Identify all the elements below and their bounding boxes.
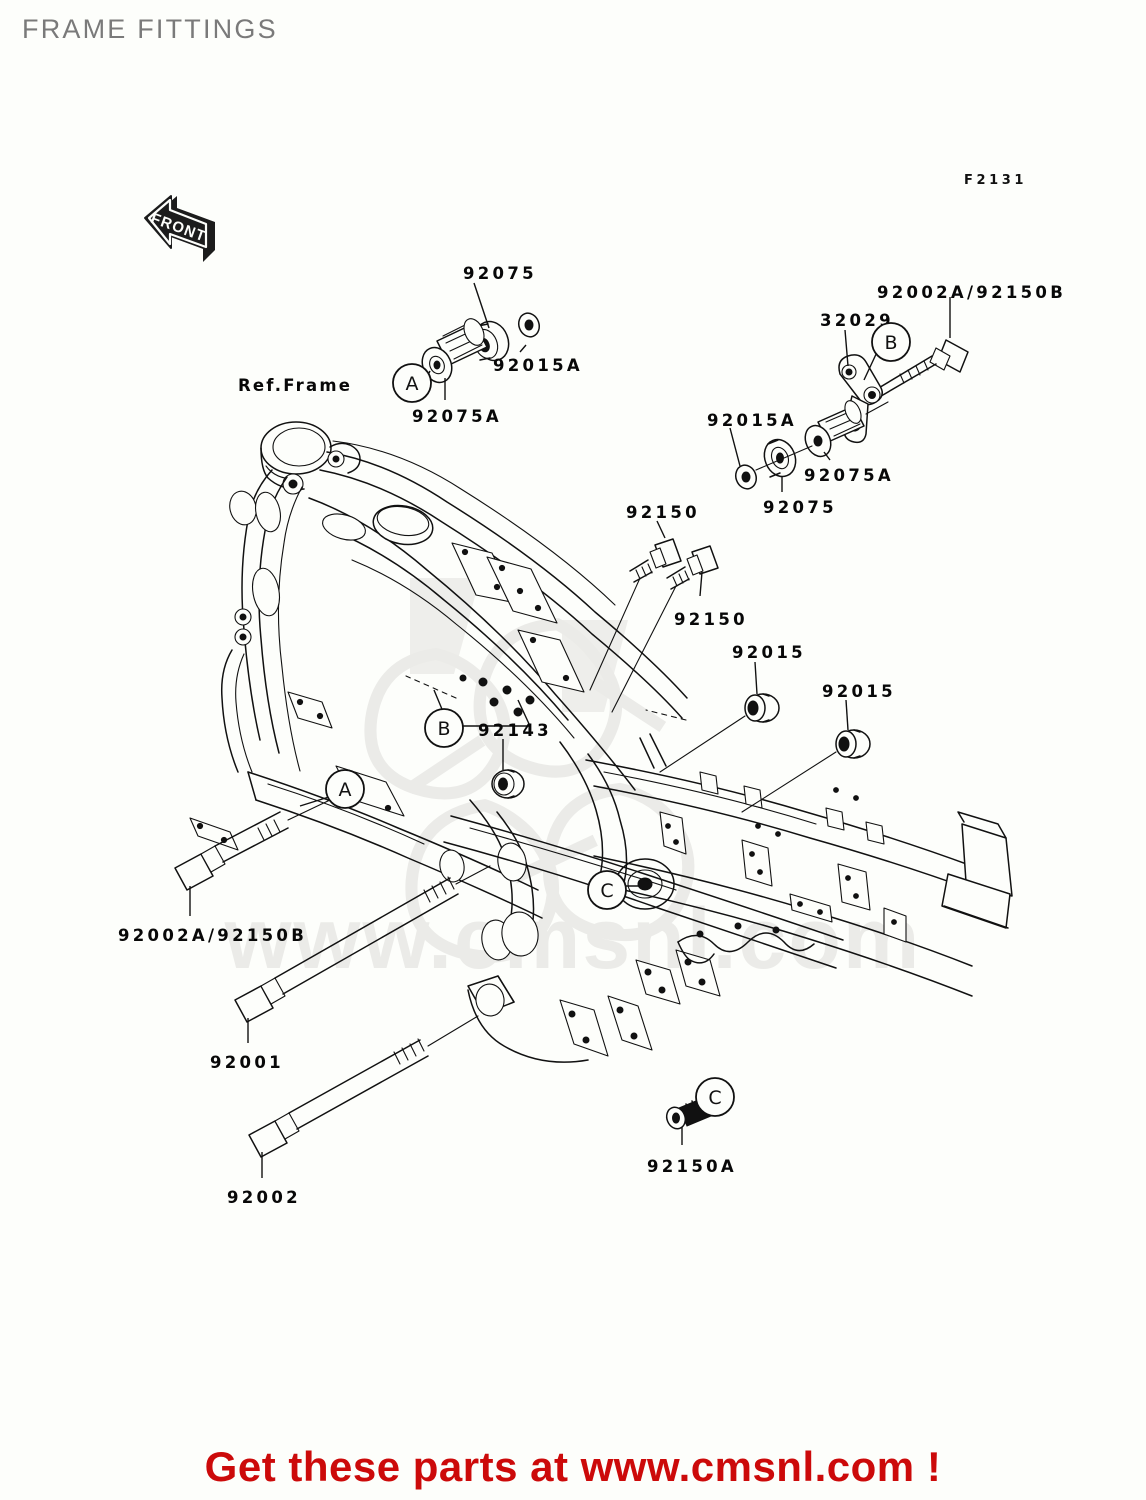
callout-a-0: A (392, 363, 432, 403)
part-label-ref-frame: Ref.Frame (238, 376, 353, 395)
callout-letter: A (406, 373, 419, 395)
part-label-92015a: 92015A (493, 356, 583, 375)
part-label-92075a: 92075A (804, 466, 894, 485)
part-label-92002: 92002 (227, 1188, 301, 1207)
callout-a-3: A (325, 769, 365, 809)
part-label-92002a-92150b: 92002A/92150B (118, 926, 308, 945)
callout-letter: B (884, 332, 897, 354)
part-label-92015a: 92015A (707, 411, 797, 430)
part-label-92075: 92075 (463, 264, 537, 283)
callout-b-1: B (871, 322, 911, 362)
part-label-92001: 92001 (210, 1053, 284, 1072)
part-label-92150a: 92150A (647, 1157, 737, 1176)
callout-letter: B (437, 718, 450, 740)
part-label-92143: 92143 (478, 721, 552, 740)
callout-letter: C (600, 880, 613, 902)
page-title: FRAME FITTINGS (22, 14, 278, 44)
part-label-92002a-92150b: 92002A/92150B (877, 283, 1067, 302)
part-label-92150: 92150 (674, 610, 748, 629)
part-label-92015: 92015 (732, 643, 806, 662)
callout-letter: A (339, 779, 352, 801)
callout-b-2: B (424, 708, 464, 748)
callout-c-5: C (695, 1077, 735, 1117)
callout-letter: C (708, 1087, 721, 1109)
footer-promo-banner[interactable]: Get these parts at www.cmsnl.com ! (204, 1443, 942, 1490)
part-label-92075: 92075 (763, 498, 837, 517)
diagram-code: F2131 (964, 173, 1028, 188)
part-label-92015: 92015 (822, 682, 896, 701)
callout-c-4: C (587, 870, 627, 910)
front-arrow-badge: FRONT (139, 190, 225, 270)
part-label-92075a: 92075A (412, 407, 502, 426)
part-label-92150: 92150 (626, 503, 700, 522)
part-label-32029: 32029 (820, 311, 894, 330)
